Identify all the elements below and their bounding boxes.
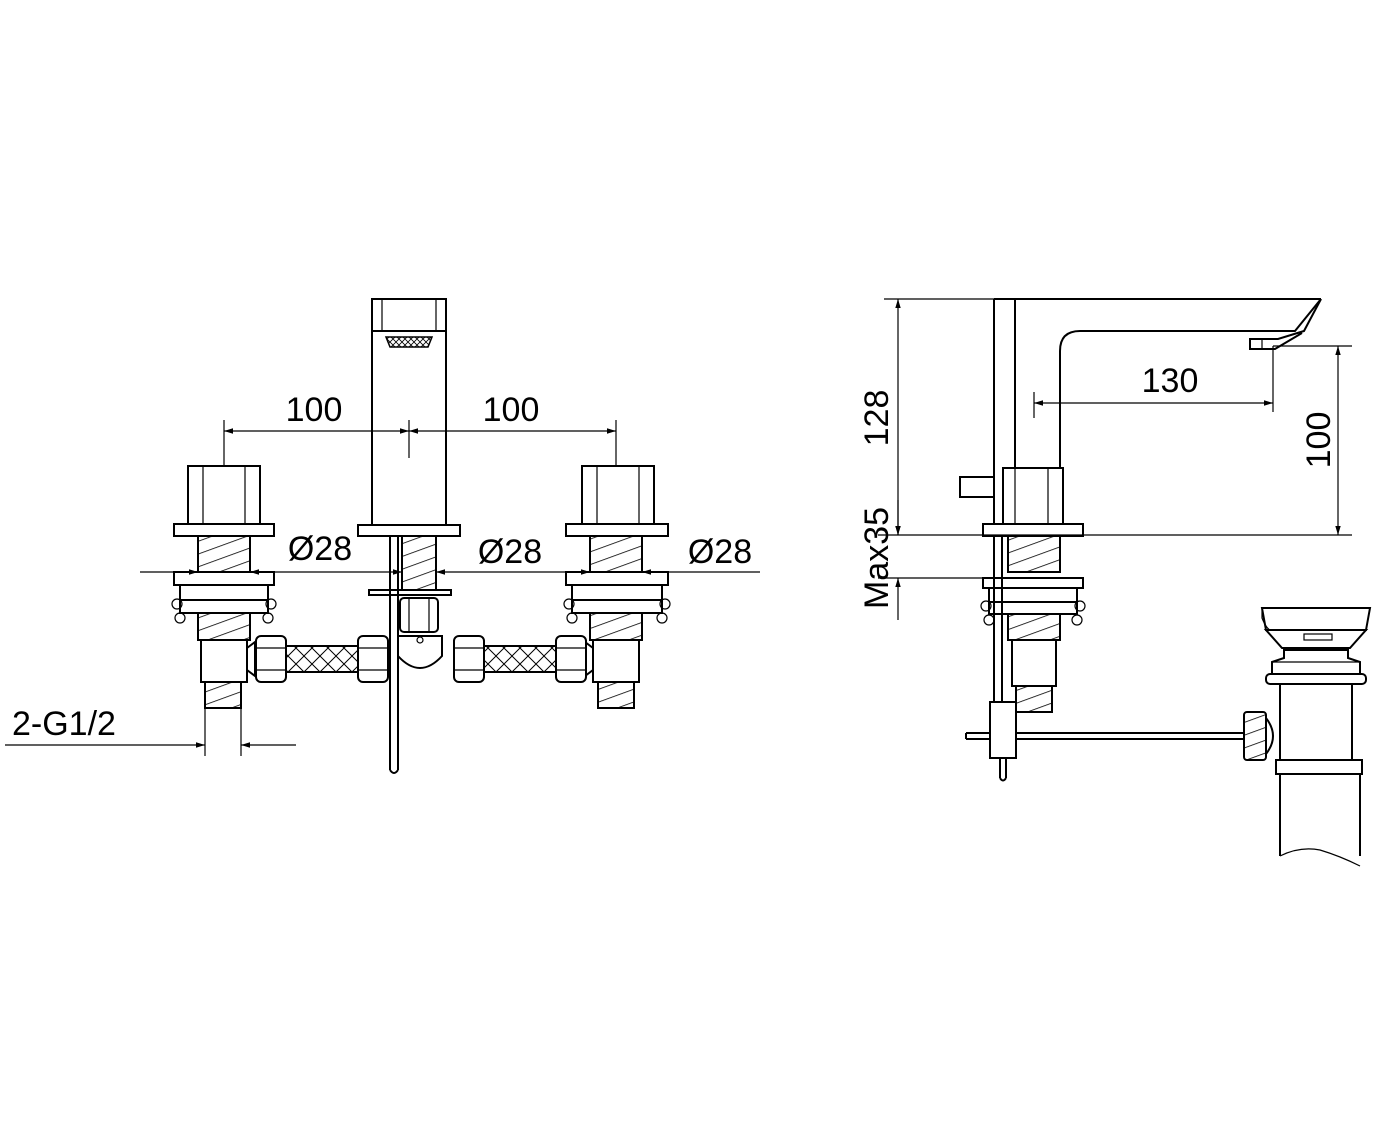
dim-left-diameter: Ø28 (288, 530, 352, 568)
connection-label: 2-G1/2 (12, 705, 116, 743)
dim-max-thickness: Max35 (858, 507, 896, 609)
side-view: 128 Max35 130 100 (858, 298, 1372, 867)
dim-center-diameter: Ø28 (478, 533, 542, 571)
front-dimensions (5, 420, 760, 756)
left-handle (171, 465, 277, 709)
dim-total-height: 128 (858, 390, 896, 447)
dim-spout-height: 100 (1300, 412, 1338, 469)
pop-up-rod (965, 701, 1244, 782)
front-view: 100 100 Ø28 Ø28 Ø28 2-G1/2 (5, 298, 760, 774)
dim-projection: 130 (1142, 362, 1199, 400)
spout-body (357, 298, 461, 774)
pop-up-waste (1243, 607, 1372, 867)
braided-hoses (255, 635, 587, 683)
side-dimensions (878, 298, 1352, 620)
dim-left-spacing: 100 (286, 391, 343, 429)
dim-right-spacing: 100 (483, 391, 540, 429)
right-handle (563, 465, 671, 709)
dim-right-diameter: Ø28 (688, 533, 752, 571)
side-spout (959, 298, 1322, 713)
